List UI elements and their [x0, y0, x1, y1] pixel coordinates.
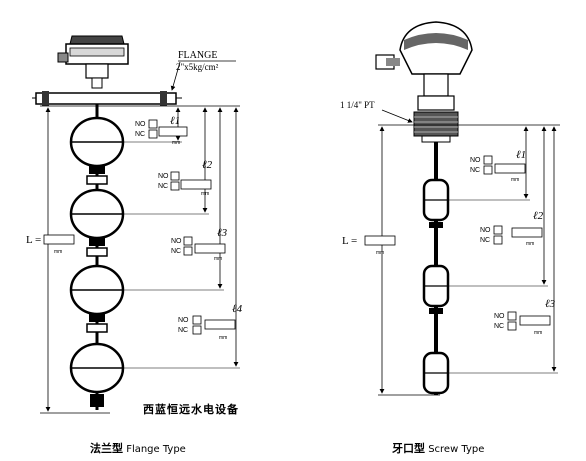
level-label-3: ℓ3: [545, 298, 556, 310]
nc-label: NC: [171, 248, 181, 255]
screw-switch-block-2: NO NC ℓ2 mm: [480, 210, 544, 247]
flange-caption-cn: 法兰型: [90, 442, 123, 455]
unit-label: mm: [172, 140, 180, 146]
level-label-2: ℓ2: [533, 210, 544, 222]
nc-label: NC: [470, 167, 480, 174]
level-label-4: ℓ4: [232, 303, 243, 315]
nc-label: NC: [178, 327, 188, 334]
screw-thread-label: 1 1/4" PT: [340, 100, 375, 110]
no-label: NO: [135, 121, 146, 128]
flange-switch-block-2: NO NC ℓ2 mm: [158, 159, 213, 197]
unit-label: mm: [511, 177, 519, 183]
no-label: NO: [171, 238, 182, 245]
screw-switch-block-3: NO NC ℓ3 mm: [494, 298, 556, 336]
nc-label: NC: [135, 131, 145, 138]
screw-junction-head: [375, 21, 473, 111]
flange-switch-block-3: NO NC ℓ3 mm: [171, 227, 228, 262]
flange-float-2: [69, 188, 125, 257]
screw-caption-en: Screw Type: [428, 444, 485, 455]
screw-switch-block-1: NO NC ℓ1 mm: [470, 149, 526, 183]
watermark-text: 西蓝恒远水电设备: [143, 403, 239, 416]
level-label-2: ℓ2: [202, 159, 213, 171]
flange-length-box: [43, 234, 75, 245]
unit-label: mm: [201, 191, 209, 197]
no-label: NO: [178, 317, 189, 324]
flange-float-4: [69, 342, 125, 407]
flange-float-3: [69, 264, 125, 333]
no-label: NO: [158, 173, 169, 180]
flange-length-unit: mm: [54, 249, 62, 255]
flange-caption: 法兰型 Flange Type: [90, 440, 186, 456]
screw-float-3: [422, 351, 450, 395]
screw-thread: [413, 111, 459, 143]
screw-float-2: [422, 264, 450, 314]
level-label-1: ℓ1: [516, 149, 526, 161]
nc-label: NC: [494, 323, 504, 330]
screw-length-label: L =: [342, 235, 357, 247]
screw-caption: 牙口型 Screw Type: [392, 440, 484, 456]
flange-switch-block-1: NO NC ℓ1 mm: [135, 115, 188, 146]
screw-float-1: [422, 178, 450, 228]
no-label: NO: [480, 227, 491, 234]
flange-float-1: [69, 116, 125, 185]
flange-length-label: L =: [26, 234, 41, 246]
unit-label: mm: [534, 330, 542, 336]
flange-plate: [32, 91, 182, 106]
unit-label: mm: [526, 241, 534, 247]
screw-type-diagram: 1 1/4" PT L = mm: [340, 21, 560, 396]
screw-length-unit: mm: [376, 250, 384, 256]
flange-junction-box: [57, 35, 129, 89]
no-label: NO: [494, 313, 505, 320]
screw-length-box: [364, 235, 396, 246]
unit-label: mm: [219, 335, 227, 341]
flange-caption-en: Flange Type: [126, 444, 186, 455]
flange-switch-block-4: NO NC ℓ4 mm: [178, 303, 243, 341]
nc-label: NC: [480, 237, 490, 244]
level-label-1: ℓ1: [170, 115, 180, 127]
flange-label: FLANGE: [178, 50, 217, 61]
level-label-3: ℓ3: [217, 227, 228, 239]
nc-label: NC: [158, 183, 168, 190]
no-label: NO: [470, 157, 481, 164]
flange-type-diagram: FLANGE 2"x5kg/cm² L = mm NO NC ℓ1 mm: [26, 35, 243, 414]
unit-label: mm: [214, 256, 222, 262]
screw-caption-cn: 牙口型: [392, 442, 425, 455]
flange-pressure-label: 2"x5kg/cm²: [176, 62, 219, 72]
